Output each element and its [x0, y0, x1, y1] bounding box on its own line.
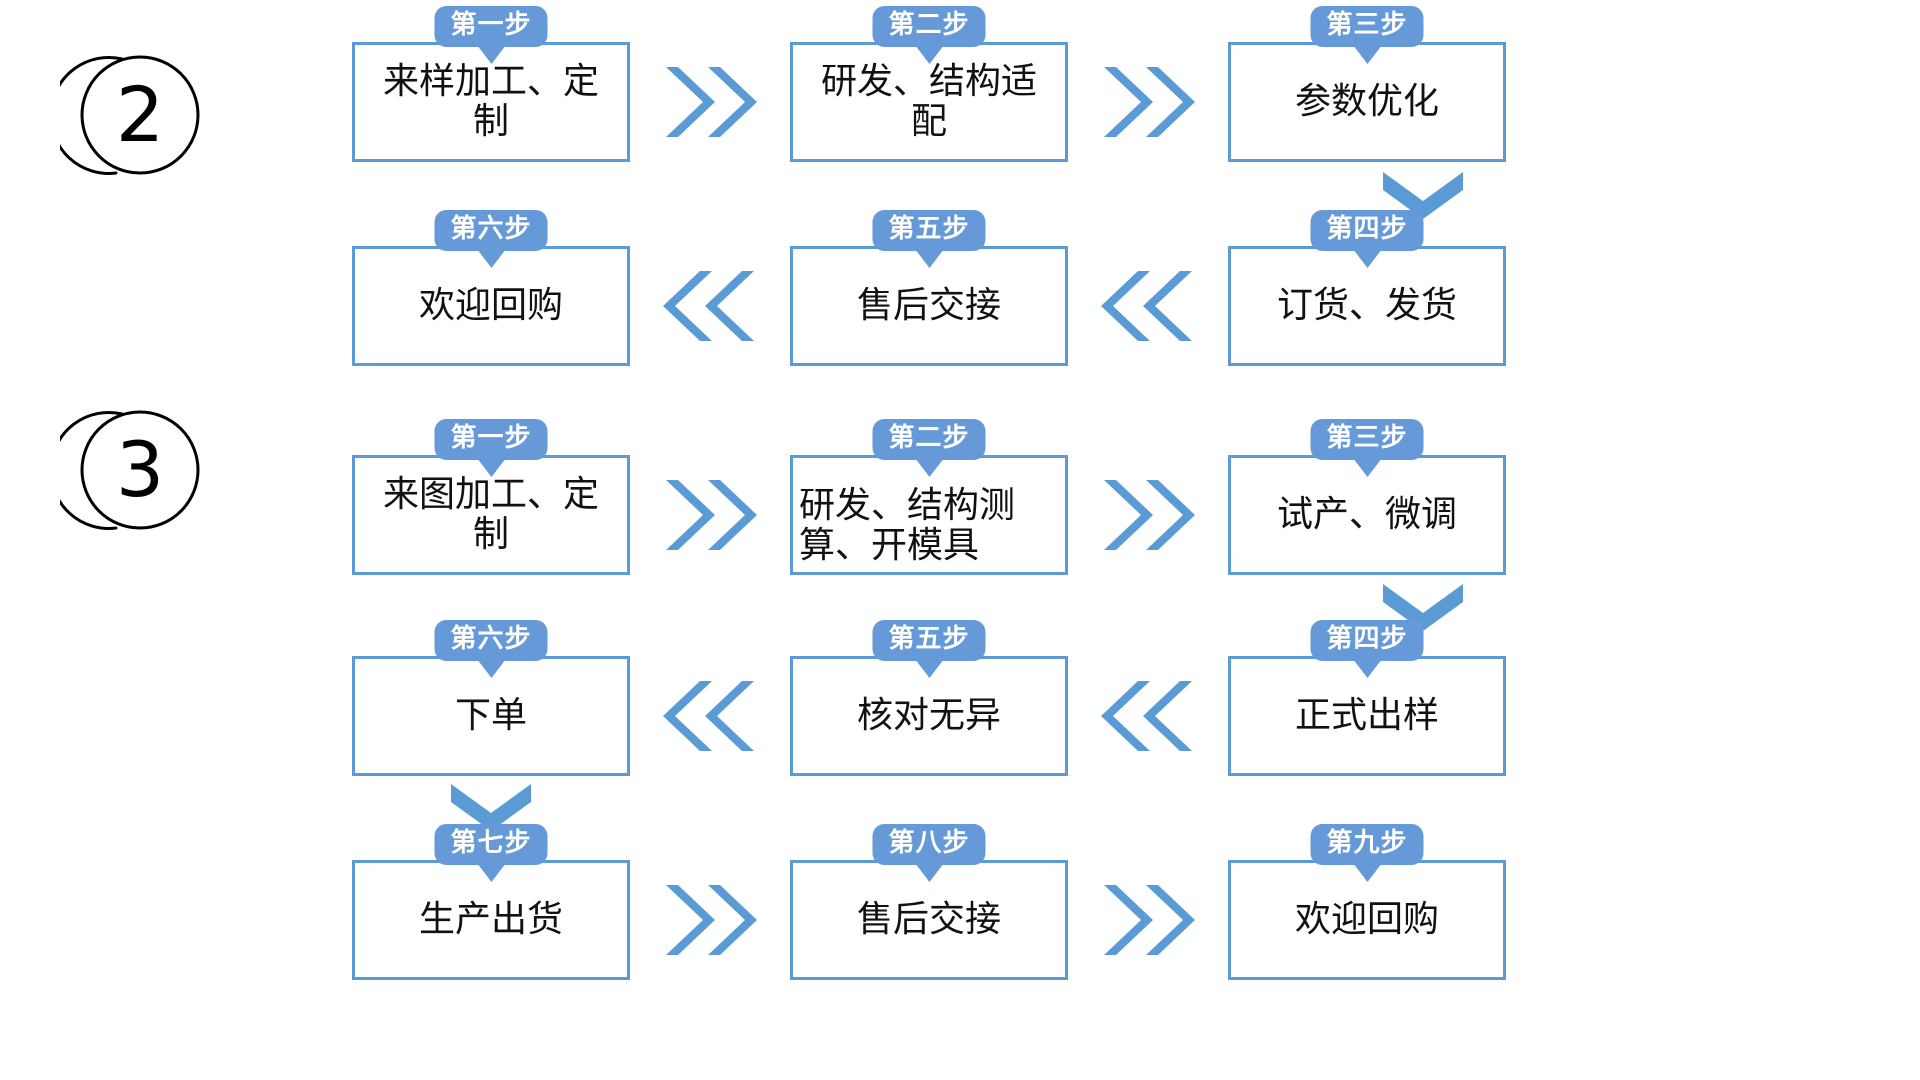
- step-label: 研发、结构测算、开模具: [799, 484, 1016, 566]
- step-badge: 第五步: [872, 620, 986, 678]
- step-label: 订货、发货: [1276, 284, 1457, 326]
- flow-row-s3-r3: 第七步 生产出货 第八步 售后交接 第九步 欢迎回: [352, 824, 1506, 980]
- section-marker-2-label: 2: [115, 70, 165, 159]
- step-node[interactable]: 第四步 订货、发货: [1228, 210, 1506, 366]
- step-label: 核对无异: [856, 694, 1001, 736]
- step-badge: 第三步: [1310, 6, 1424, 64]
- chevron-down-icon: [1380, 580, 1466, 634]
- step-label: 售后交接: [856, 898, 1001, 940]
- step-badge: 第四步: [1310, 210, 1424, 268]
- step-badge: 第八步: [872, 824, 986, 882]
- step-label: 正式出样: [1294, 694, 1439, 736]
- step-node[interactable]: 第一步 来图加工、定制: [352, 419, 630, 575]
- step-badge: 第六步: [434, 210, 548, 268]
- step-node[interactable]: 第九步 欢迎回购: [1228, 824, 1506, 980]
- step-label: 来样加工、定制: [382, 60, 599, 142]
- chevron-down-icon: [1380, 168, 1466, 222]
- arrow-left-icon: [1068, 656, 1228, 776]
- step-label: 欢迎回购: [418, 284, 563, 326]
- step-node[interactable]: 第三步 试产、微调: [1228, 419, 1506, 575]
- step-node[interactable]: 第八步 售后交接: [790, 824, 1068, 980]
- step-node[interactable]: 第五步 核对无异: [790, 620, 1068, 776]
- step-badge: 第三步: [1310, 419, 1424, 477]
- step-label: 参数优化: [1294, 80, 1439, 122]
- step-box[interactable]: 订货、发货: [1228, 246, 1506, 366]
- step-label: 研发、结构适配: [820, 60, 1037, 142]
- flow-row-s3-r1: 第一步 来图加工、定制 第二步 研发、结构测算、开模具 第三步: [352, 419, 1506, 575]
- arrow-right-icon: [630, 42, 790, 162]
- section-marker-3-label: 3: [115, 425, 165, 514]
- step-badge: 第五步: [872, 210, 986, 268]
- step-badge: 第二步: [872, 6, 986, 64]
- step-label: 来图加工、定制: [382, 473, 599, 555]
- arrow-right-icon: [1068, 860, 1228, 980]
- step-badge: 第二步: [872, 419, 986, 477]
- step-box[interactable]: 售后交接: [790, 860, 1068, 980]
- step-label: 试产、微调: [1276, 493, 1457, 535]
- step-node[interactable]: 第三步 参数优化: [1228, 6, 1506, 162]
- step-node[interactable]: 第二步 研发、结构测算、开模具: [790, 419, 1068, 575]
- step-node[interactable]: 第五步 售后交接: [790, 210, 1068, 366]
- step-badge: 第七步: [434, 824, 548, 882]
- flow-row-s3-r2: 第六步 下单 第五步 核对无异 第四步 正式出样: [352, 620, 1506, 776]
- flow-row-s2-r1: 第一步 来样加工、定制 第二步 研发、结构适配 第三步: [352, 6, 1506, 162]
- step-label: 下单: [454, 694, 527, 736]
- step-badge: 第九步: [1310, 824, 1424, 882]
- arrow-right-icon: [1068, 42, 1228, 162]
- arrow-left-icon: [630, 246, 790, 366]
- step-node[interactable]: 第七步 生产出货: [352, 824, 630, 980]
- chevron-down-icon: [448, 780, 534, 834]
- flow-row-s2-r2: 第六步 欢迎回购 第五步 售后交接 第四步 订货、: [352, 210, 1506, 366]
- step-node[interactable]: 第四步 正式出样: [1228, 620, 1506, 776]
- step-badge: 第一步: [434, 6, 548, 64]
- arrow-left-icon: [630, 656, 790, 776]
- section-marker-3: 3: [60, 395, 210, 545]
- arrow-right-icon: [1068, 455, 1228, 575]
- arrow-left-icon: [1068, 246, 1228, 366]
- arrow-right-icon: [630, 860, 790, 980]
- step-label: 欢迎回购: [1294, 898, 1439, 940]
- section-marker-2: 2: [60, 40, 210, 190]
- step-badge: 第四步: [1310, 620, 1424, 678]
- step-box[interactable]: 来图加工、定制: [352, 455, 630, 575]
- step-node[interactable]: 第六步 下单: [352, 620, 630, 776]
- step-badge: 第一步: [434, 419, 548, 477]
- step-node[interactable]: 第一步 来样加工、定制: [352, 6, 630, 162]
- step-label: 生产出货: [418, 898, 563, 940]
- step-node[interactable]: 第六步 欢迎回购: [352, 210, 630, 366]
- step-label: 售后交接: [856, 284, 1001, 326]
- step-node[interactable]: 第二步 研发、结构适配: [790, 6, 1068, 162]
- step-badge: 第六步: [434, 620, 548, 678]
- arrow-right-icon: [630, 455, 790, 575]
